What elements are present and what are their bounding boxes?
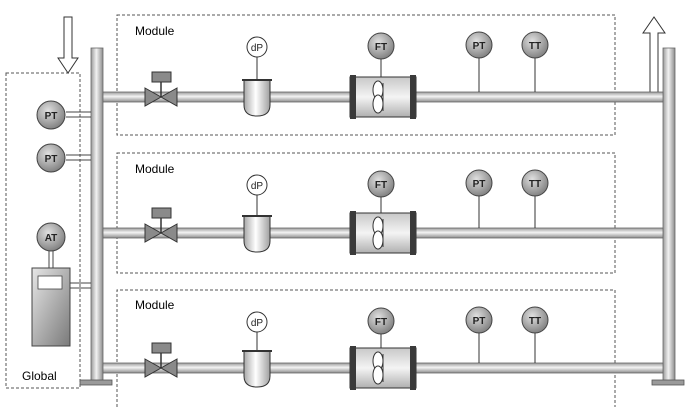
global-pt-top-gauge: PT xyxy=(36,100,66,130)
module-3-dp-gauge xyxy=(246,311,268,333)
module-3-row: dP FT PT TT xyxy=(102,306,664,390)
global-connections xyxy=(48,111,91,289)
module-2-valve-actuator xyxy=(151,207,172,219)
module-3-control-valve-icon xyxy=(144,342,178,378)
module-1-valve-body-left xyxy=(144,87,163,107)
module-2-dp-gauge xyxy=(246,174,268,196)
global-at-gauge: AT xyxy=(36,222,66,252)
module-1-tt-tag: TT xyxy=(529,41,541,52)
module-3-label: Module xyxy=(135,298,175,312)
module-3-dp-tag: dP xyxy=(251,318,264,329)
module-1-valve-actuator xyxy=(151,71,172,83)
module-2-filter-vessel xyxy=(243,215,271,253)
module-1-meter-flange-left xyxy=(350,75,356,119)
global-at-tag: AT xyxy=(45,233,58,244)
module-3-ft-gauge xyxy=(367,307,395,335)
module-3-tt-tag: TT xyxy=(529,316,541,327)
module-1-meter-flange-right xyxy=(410,75,416,119)
module-1-dp-tag: dP xyxy=(251,43,264,54)
module-2-turbine-blade-bottom xyxy=(372,230,384,250)
module-3-meter-flange-left xyxy=(350,346,356,390)
module-2-meter-flange-left xyxy=(350,211,356,255)
module-3-pt-tag: PT xyxy=(473,316,486,327)
module-2-pt-gauge xyxy=(465,169,493,197)
module-2-box: Module xyxy=(116,152,616,274)
module-1-control-valve-icon xyxy=(144,71,178,107)
module-1-filter-vessel xyxy=(243,79,271,117)
module-3-box: Module xyxy=(116,289,616,407)
global-pt-mid-gauge: PT xyxy=(36,143,66,173)
module-1-valve-body-right xyxy=(159,87,178,107)
module-3-meter-flange-right xyxy=(410,346,416,390)
module-3-valve-body-right xyxy=(159,358,178,378)
module-2-flow-meter xyxy=(349,211,417,255)
module-1-tt-gauge xyxy=(521,31,549,59)
module-3-filter-vessel xyxy=(243,350,271,388)
module-1-pt-tag: PT xyxy=(473,41,486,52)
inlet-header-pipe xyxy=(79,47,113,386)
module-rows: dP FT PT TT dP FT PT TT dP FT PT TT xyxy=(102,31,664,390)
module-1-row: dP FT PT TT xyxy=(102,31,664,119)
module-2-label: Module xyxy=(135,162,175,176)
module-2-meter-flange-right xyxy=(410,211,416,255)
module-3-valve-body-left xyxy=(144,358,163,378)
module-2-pt-tag: PT xyxy=(473,179,486,190)
module-2-dp-tag: dP xyxy=(251,181,264,192)
module-3-pt-gauge xyxy=(465,306,493,334)
module-2-ft-tag: FT xyxy=(375,180,387,191)
module-3-flow-meter xyxy=(349,346,417,390)
module-3-tt-gauge xyxy=(521,306,549,334)
module-2-valve-body-right xyxy=(159,223,178,243)
inlet-arrow-icon xyxy=(57,16,79,74)
module-3-turbine-blade-bottom xyxy=(372,365,384,385)
global-pt-mid-tag: PT xyxy=(45,154,58,165)
module-1-ft-tag: FT xyxy=(375,42,387,53)
module-2-row: dP FT PT TT xyxy=(102,169,664,255)
module-1-box: Module xyxy=(116,14,616,136)
module-2-tt-tag: TT xyxy=(529,179,541,190)
global-pt-top-tag: PT xyxy=(45,111,58,122)
module-1-pt-gauge xyxy=(465,31,493,59)
module-3-valve-actuator xyxy=(151,342,172,354)
outlet-arrow-icon xyxy=(642,16,666,98)
global-section: Global xyxy=(5,72,81,389)
analyzer-panel xyxy=(31,267,71,347)
module-1-flow-meter xyxy=(349,75,417,119)
outlet-header-pipe xyxy=(651,47,685,386)
module-2-control-valve-icon xyxy=(144,207,178,243)
module-2-tt-gauge xyxy=(521,169,549,197)
global-label: Global xyxy=(22,369,57,383)
module-1-dp-gauge xyxy=(246,36,268,58)
module-2-ft-gauge xyxy=(367,170,395,198)
module-1-label: Module xyxy=(135,24,175,38)
module-1-ft-gauge xyxy=(367,32,395,60)
module-3-ft-tag: FT xyxy=(375,317,387,328)
module-2-valve-body-left xyxy=(144,223,163,243)
module-1-turbine-blade-bottom xyxy=(372,94,384,114)
